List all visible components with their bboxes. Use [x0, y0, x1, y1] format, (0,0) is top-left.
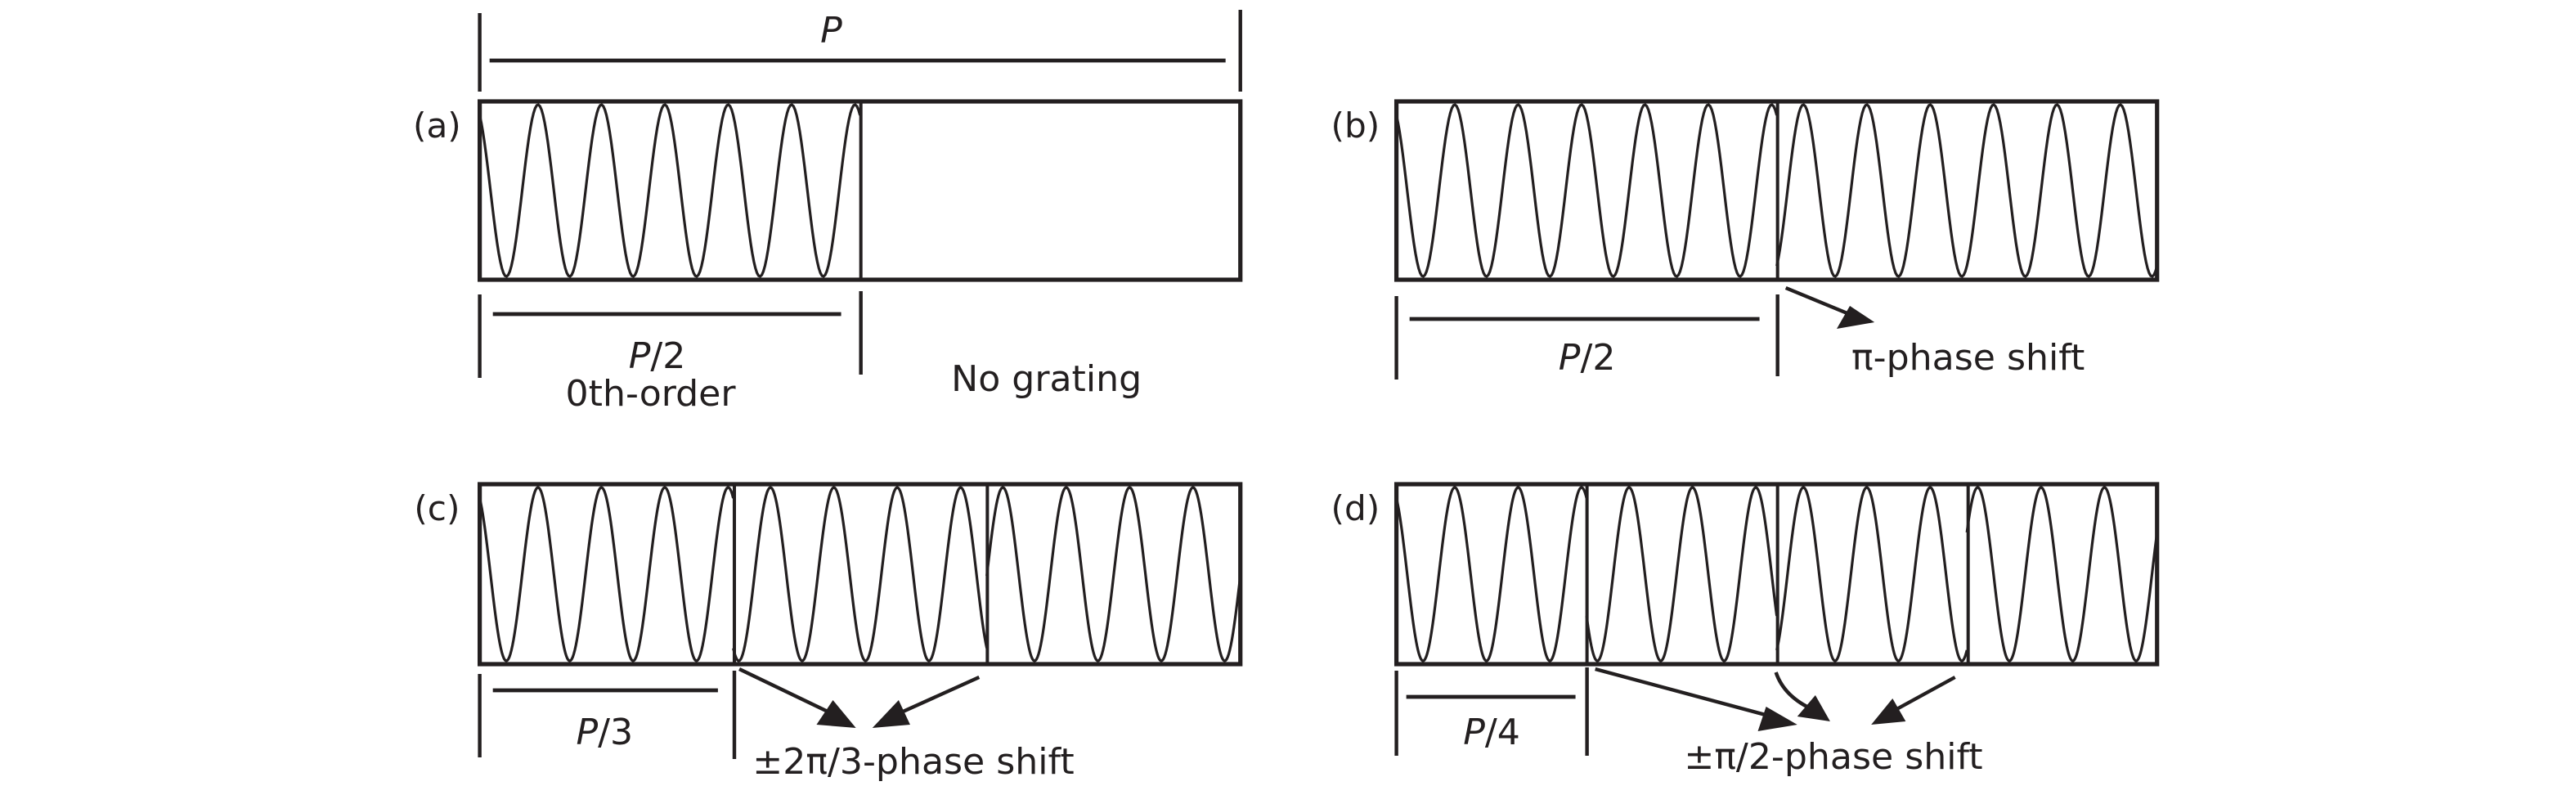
panel-c-grating — [478, 486, 1242, 662]
panel-c-arrow-left-head — [816, 700, 856, 728]
panel-b-dim-rest: /2 — [1580, 337, 1615, 379]
panel-c-label: (c) — [414, 488, 460, 528]
panel-d-phase-caption: ±π/2-phase shift — [1684, 736, 1982, 778]
panel-b-arrow — [1784, 285, 1875, 329]
panel-c-arrow-right — [872, 675, 981, 728]
panel-a-no-grating-caption: No grating — [951, 358, 1142, 400]
panel-c-grating-segment-3 — [985, 486, 1242, 662]
panel-b-arrow-head — [1836, 306, 1875, 329]
panel-d-arrow-2-head — [1797, 695, 1830, 721]
panel-a-dim-rest: /2 — [650, 335, 685, 377]
panel-d-arrow-2 — [1774, 671, 1830, 721]
panel-a-dim-label: P/2 — [629, 335, 686, 377]
panel-c-grating-segment-1 — [478, 486, 735, 662]
panel-b-label: (b) — [1331, 106, 1380, 146]
panel-a-order-caption: 0th-order — [566, 373, 737, 415]
panel-b-dim-label: P/2 — [1559, 337, 1616, 379]
panel-d-grating-segment-1 — [1395, 486, 1588, 662]
panel-c-dim-rest: /3 — [598, 712, 633, 753]
panel-b-grating-segment-2 — [1775, 103, 2159, 278]
panel-a-grating-segment-1 — [478, 103, 862, 278]
panel-b: (b) P/2 π-phase shift — [1331, 99, 2160, 380]
panel-c-phase-caption: ±2π/3-phase shift — [752, 741, 1074, 783]
panel-d-arrow-1-shaft — [1595, 667, 1779, 721]
panel-d-grating-segment-3 — [1775, 486, 1968, 662]
panel-c-arrow-right-head — [872, 700, 910, 728]
panel-b-dim-italic: P — [1559, 337, 1581, 379]
panel-a-dim-italic: P — [629, 335, 651, 377]
panel-b-grating — [1395, 103, 2159, 278]
panel-c-arrow-left — [738, 667, 856, 728]
panel-a-label: (a) — [413, 106, 461, 146]
panel-c: (c) P/3 ±2π/3-phase shift — [414, 482, 1243, 783]
panel-d-grating — [1395, 486, 2159, 662]
panel-d-arrow-3-shaft — [1888, 676, 1956, 715]
panel-c-grating-segment-2 — [732, 486, 989, 662]
panel-c-arrow-right-shaft — [891, 675, 981, 719]
panel-d-dim-label: P/4 — [1463, 712, 1520, 753]
panel-d-arrow-3-head — [1871, 698, 1906, 725]
panel-b-phase-caption: π-phase shift — [1851, 337, 2085, 379]
panel-d-arrow-1 — [1595, 667, 1797, 731]
panel-d-dim-rest: /4 — [1485, 712, 1520, 753]
panel-d-arrow-3 — [1871, 676, 1956, 725]
panel-d-dim-italic: P — [1463, 712, 1485, 753]
panel-d-label: (d) — [1331, 488, 1380, 528]
panel-c-dim-italic: P — [576, 712, 598, 753]
top-dimension-label: P — [820, 10, 842, 52]
panel-b-grating-segment-1 — [1395, 103, 1779, 278]
panel-d-arrow-1-head — [1757, 707, 1797, 731]
panel-c-arrow-left-shaft — [738, 667, 839, 718]
panel-c-frame — [477, 482, 1243, 667]
panel-a-grating — [478, 103, 862, 278]
panel-d-grating-segment-4 — [1965, 486, 2159, 662]
panel-d: (d) P/4 ±π/2-phase shift — [1331, 482, 2160, 778]
top-period-dimension: P — [478, 10, 1242, 92]
panel-d-grating-segment-2 — [1585, 486, 1779, 662]
top-dimension-label-italic: P — [820, 10, 842, 52]
panel-a: (a) P/2 0th-order No grating — [413, 99, 1243, 415]
panel-c-dim-label: P/3 — [576, 712, 633, 753]
panel-b-arrow-shaft — [1784, 285, 1854, 318]
